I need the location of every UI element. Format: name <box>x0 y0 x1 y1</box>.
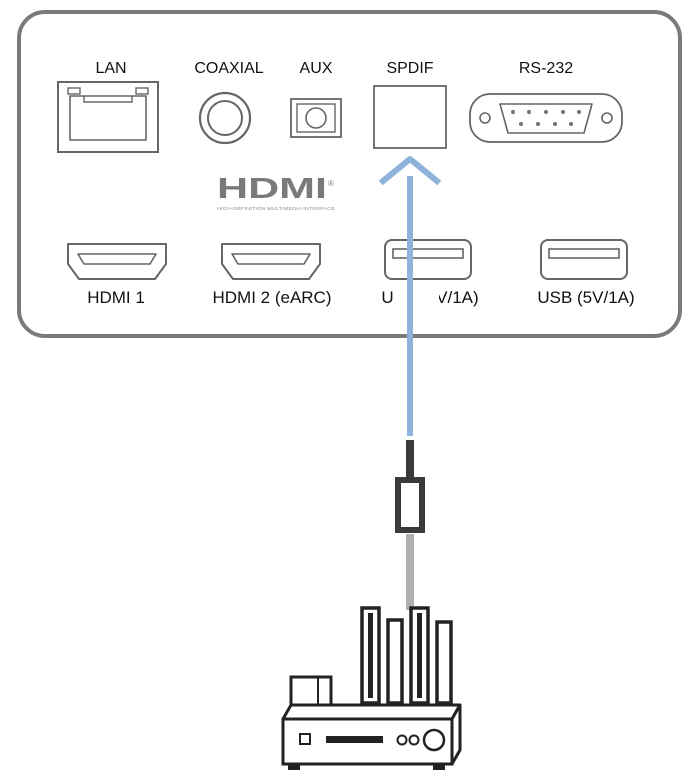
port-label-lan: LAN <box>95 60 126 77</box>
port-label-hdmi1: HDMI 1 <box>87 288 145 307</box>
coaxial-port-icon <box>198 91 252 145</box>
hdmi-logo-tagline: HIGH-DEFINITION MULTIMEDIA INTERFACE <box>217 206 335 211</box>
hdmi-port-icon <box>221 243 321 280</box>
port-label-coaxial: COAXIAL <box>194 60 263 77</box>
hdmi-logo: HDMI ® HIGH-DEFINITION MULTIMEDIA INTERF… <box>217 173 335 211</box>
usb-port-icon <box>540 239 628 280</box>
port-label-usb-2: USB (5V/1A) <box>537 288 634 307</box>
hdmi-logo-wordmark: HDMI <box>217 173 327 205</box>
aux-port-icon <box>290 98 342 138</box>
optical-cable <box>395 440 425 610</box>
port-label-hdmi2-earc: HDMI 2 (eARC) <box>212 288 331 307</box>
connection-arrow <box>378 156 442 436</box>
port-label-rs232: RS-232 <box>519 60 573 77</box>
port-label-aux: AUX <box>300 60 333 77</box>
rear-panel <box>17 10 682 338</box>
usb-port-icon <box>384 239 472 280</box>
hdmi-port-icon <box>67 243 167 280</box>
spdif-port-icon <box>373 85 447 149</box>
port-label-spdif: SPDIF <box>386 60 433 77</box>
audio-receiver-icon <box>281 606 462 770</box>
lan-port-icon <box>57 81 159 153</box>
rs232-port-icon <box>469 93 623 143</box>
hdmi-logo-registered: ® <box>328 179 334 188</box>
